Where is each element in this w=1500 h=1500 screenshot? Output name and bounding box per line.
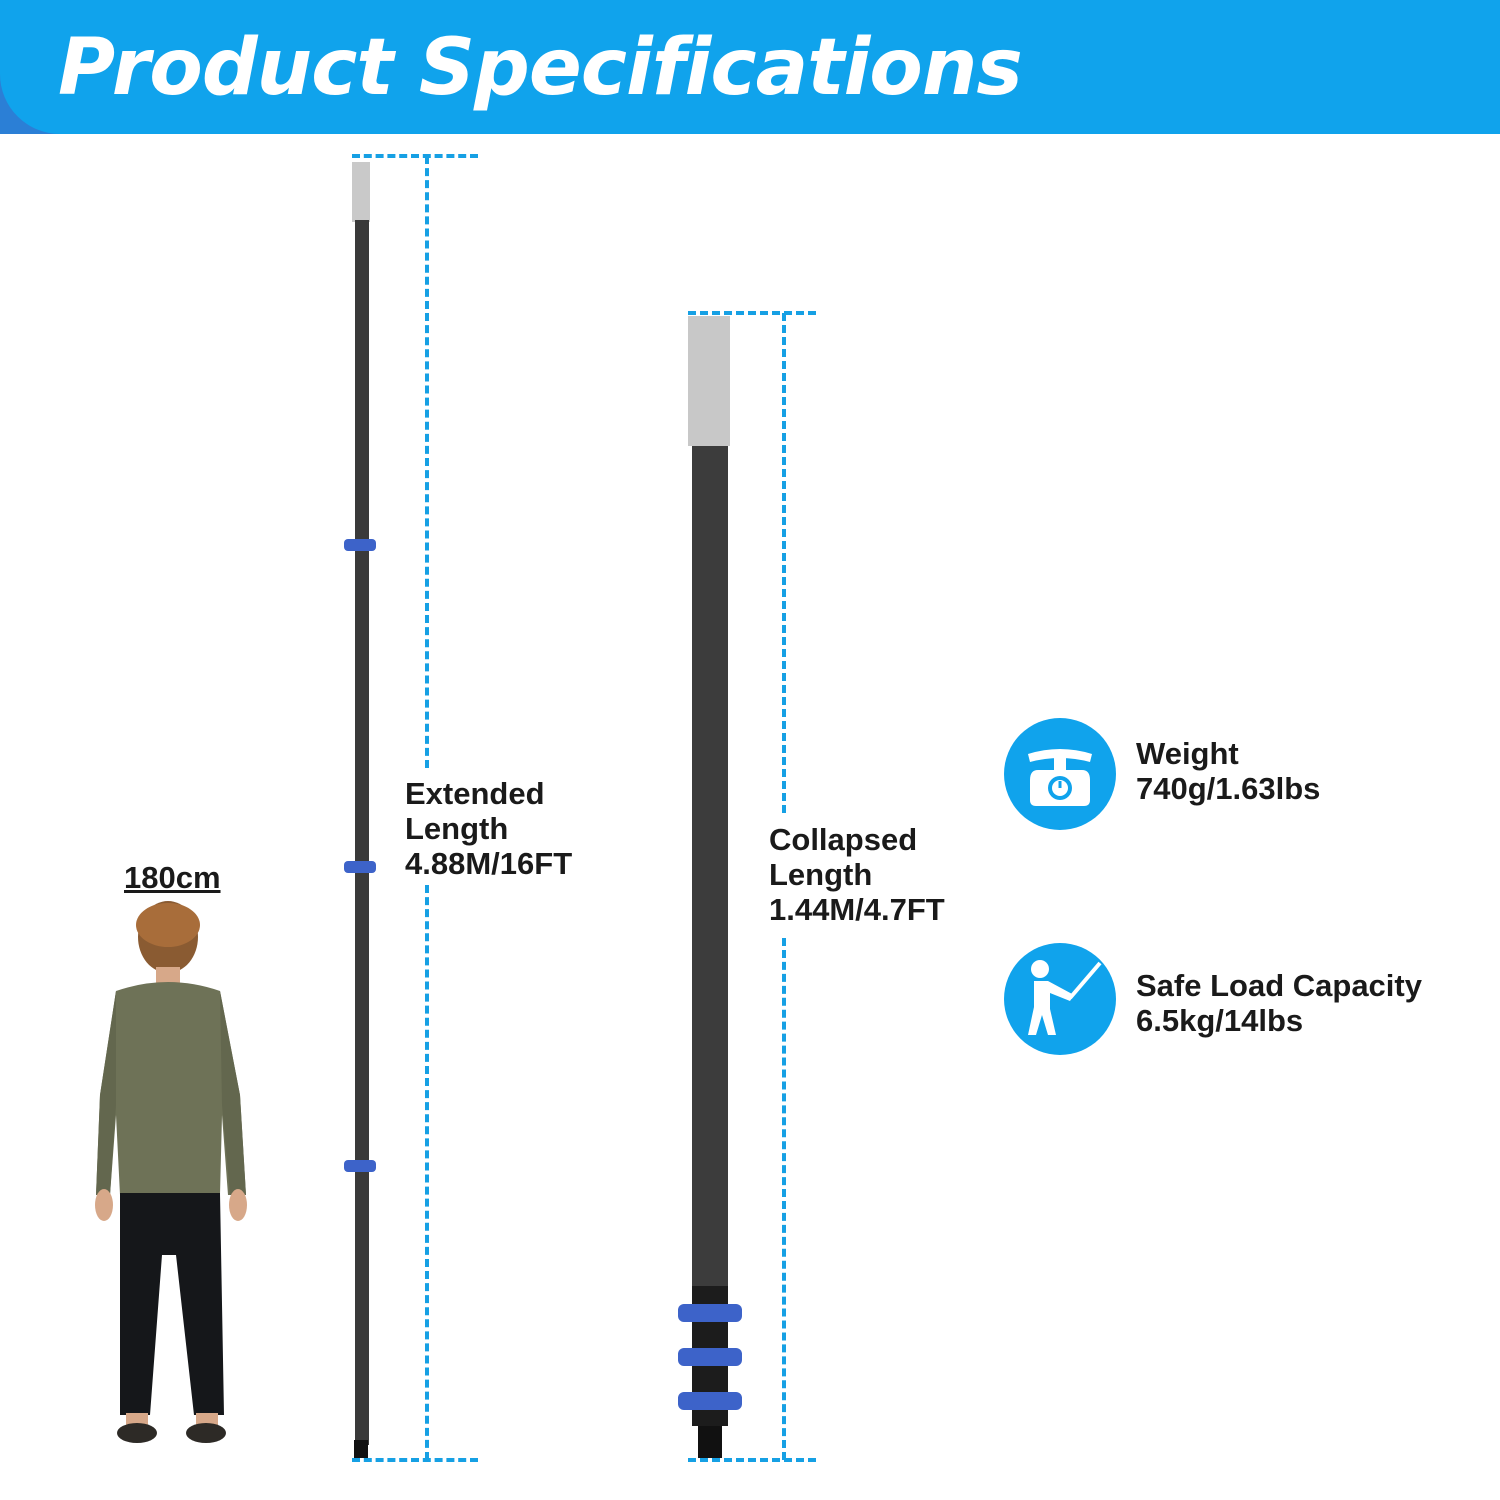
collapsed-length-value: 1.44M/4.7FT [769, 892, 945, 927]
collapsed-dimension-line-lower [782, 938, 786, 1460]
load-label: Safe Load Capacity [1136, 968, 1422, 1003]
weight-value: 740g/1.63lbs [1136, 771, 1321, 806]
header-banner-light [0, 0, 1500, 134]
collapsed-top-marker [688, 311, 816, 315]
load-value: 6.5kg/14lbs [1136, 1003, 1304, 1038]
scale-icon [1004, 718, 1116, 830]
page-title: Product Specifications [58, 23, 1023, 113]
collapsed-bottom-marker [688, 1458, 816, 1462]
extended-dimension-line-lower [425, 885, 429, 1460]
header-banner: Product Specifications [0, 0, 1500, 134]
load-spec: Safe Load Capacity 6.5kg/14lbs [1136, 968, 1422, 1038]
weight-label: Weight [1136, 736, 1239, 771]
extended-bottom-marker [352, 1458, 478, 1462]
collapsed-length-line1: Collapsed [769, 822, 918, 857]
collapsed-pole [670, 312, 750, 1462]
collapsed-length-label: Collapsed Length 1.44M/4.7FT [769, 822, 945, 927]
collapsed-length-line2: Length [769, 857, 873, 892]
extended-length-line2: Length [405, 811, 509, 846]
lifting-person-icon [1004, 943, 1116, 1055]
weight-spec: Weight 740g/1.63lbs [1136, 736, 1320, 806]
extended-length-value: 4.88M/16FT [405, 846, 573, 881]
collapsed-dimension-line-upper [782, 313, 786, 813]
person-figure [80, 895, 270, 1455]
extended-length-line1: Extended [405, 776, 545, 811]
extended-top-marker [352, 154, 478, 158]
extended-dimension-line-upper [425, 156, 429, 768]
extended-length-label: Extended Length 4.88M/16FT [405, 776, 572, 881]
person-height-label: 180cm [124, 860, 221, 895]
extended-pole [340, 150, 380, 1460]
